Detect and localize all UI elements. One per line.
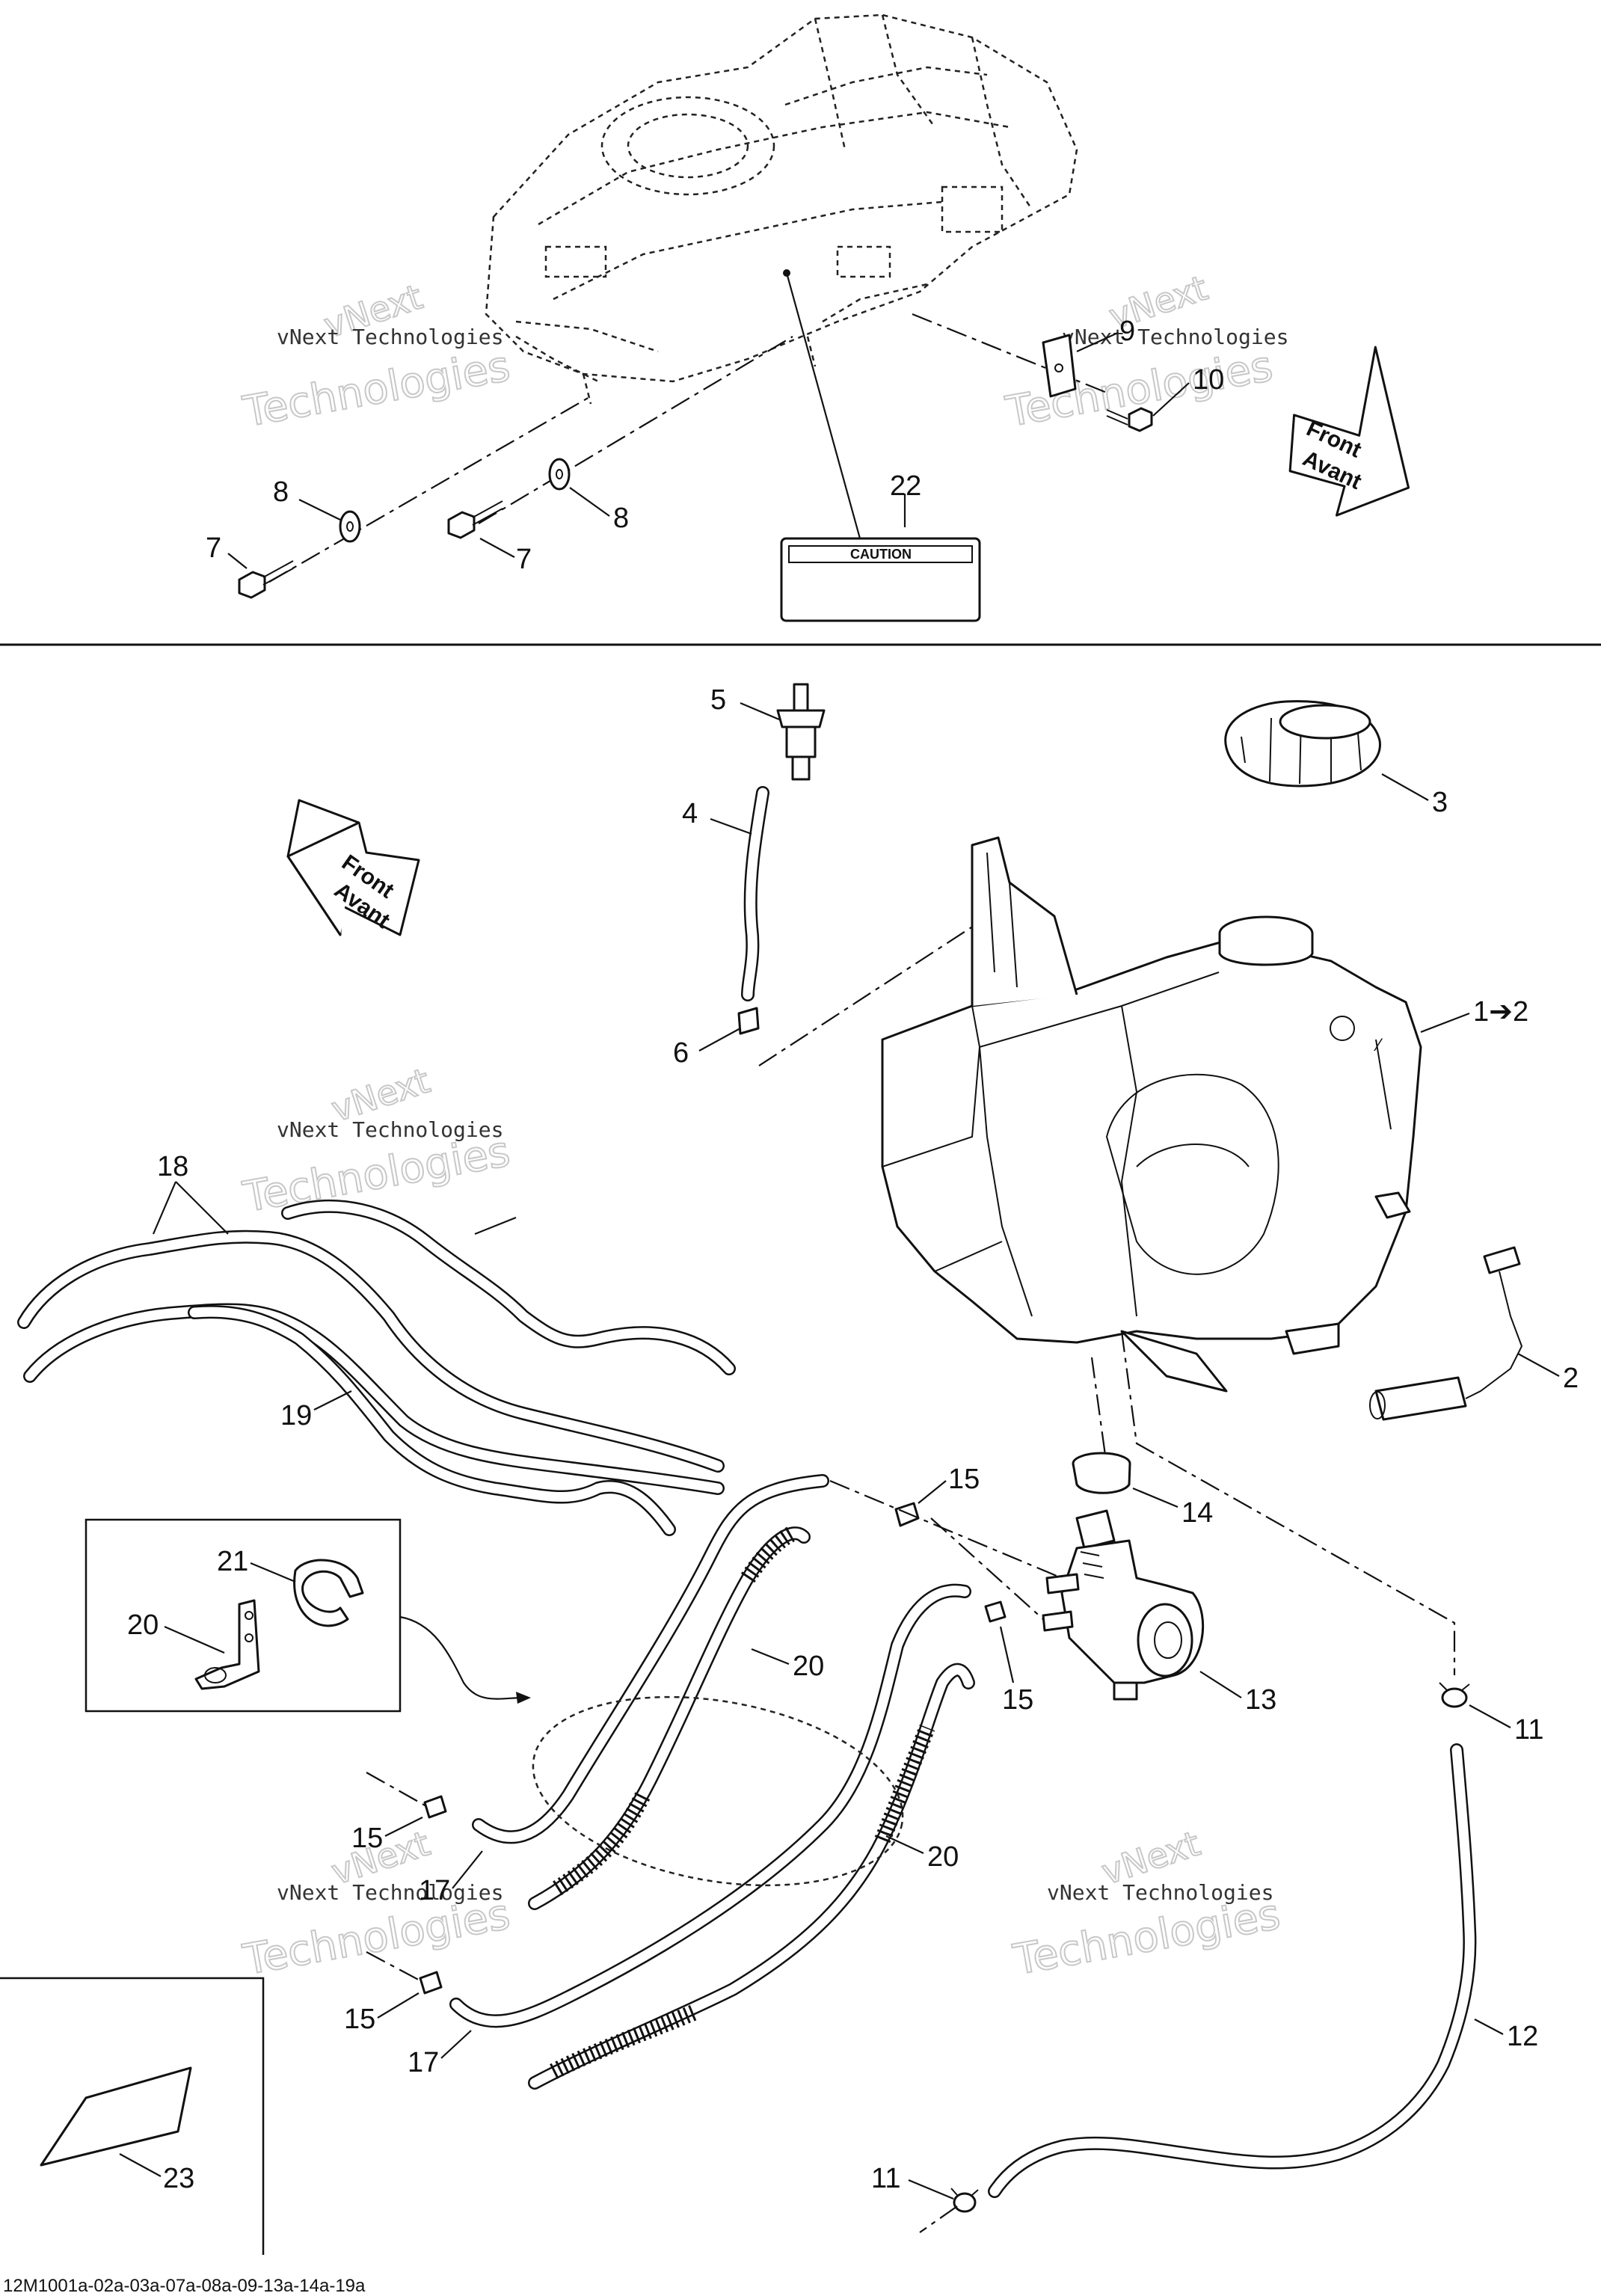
reference-code: 12M1001a-02a-03a-07a-08a-09-13a-14a-19a — [3, 2276, 366, 2296]
watermark-line1: vNext Technologies — [1047, 1880, 1273, 1905]
vehicle-body-phantom — [485, 13, 1078, 405]
centerline-tank-return — [1120, 1330, 1456, 1675]
centerline-hose-pump-b — [930, 1517, 1044, 1620]
part-11-clamp-a — [1439, 1682, 1470, 1708]
callout-8: 8 — [613, 503, 629, 534]
callout-15: 15 — [948, 1464, 980, 1495]
part-15-fitting-a — [894, 1502, 920, 1527]
callout-15: 15 — [1002, 1684, 1033, 1716]
part-17-fuel-line-a — [472, 1474, 829, 1844]
part-8-washer-a — [339, 510, 361, 543]
callout-7: 7 — [206, 532, 221, 564]
part-13-fuel-pump — [1042, 1509, 1205, 1701]
part-9-bracket — [1042, 334, 1077, 398]
callout-21: 21 — [217, 1546, 248, 1577]
watermark-line1: vNext Technologies — [1062, 325, 1288, 349]
top-callouts: 8 7 8 7 22 9 10 — [206, 316, 1224, 575]
part-2-level-sender — [1369, 1246, 1523, 1421]
part-15-fitting-d — [419, 1971, 443, 1995]
part-7-bolt-a — [238, 560, 294, 599]
callout-20: 20 — [793, 1651, 824, 1682]
callout-14: 14 — [1181, 1497, 1213, 1529]
callout-8: 8 — [273, 476, 289, 508]
callout-20: 20 — [927, 1841, 959, 1873]
direction-arrow-top: Front Avant — [1288, 346, 1410, 517]
watermark-line1: vNext Technologies — [277, 1117, 503, 1142]
centerline-hose-pump-a — [829, 1479, 1063, 1580]
part-6-fitting — [737, 1007, 760, 1035]
callout-5: 5 — [710, 684, 726, 716]
callout-6: 6 — [673, 1037, 689, 1069]
callout-19: 19 — [280, 1400, 312, 1431]
part-15-fitting-c — [423, 1795, 447, 1819]
callout-3: 3 — [1432, 787, 1448, 818]
watermark-line2: Technologies — [239, 342, 514, 437]
callout-7: 7 — [516, 544, 532, 575]
part-10-bolt — [1106, 407, 1153, 432]
callout-17: 17 — [419, 1875, 450, 1906]
detail-inset-20-21 — [84, 1518, 531, 1713]
direction-arrow-bottom: Front Avant — [286, 799, 420, 936]
callout-23: 23 — [163, 2163, 194, 2194]
callout-15: 15 — [351, 1823, 383, 1854]
callout-11: 11 — [871, 2163, 900, 2194]
centerline-fitting-c — [366, 1772, 427, 1807]
part-18-fuel-lines — [17, 1230, 725, 1495]
caution-label-text: CAUTION — [850, 547, 912, 562]
part-5-check-valve — [776, 683, 826, 781]
watermark-line1: vNext Technologies — [277, 1880, 503, 1905]
part-11-clamp-b — [950, 2188, 979, 2213]
part-14-clamp — [1072, 1452, 1131, 1494]
callout-13: 13 — [1245, 1684, 1276, 1716]
callout-4: 4 — [682, 798, 698, 829]
part-22-caution-label: CAUTION — [780, 537, 981, 622]
bottom-callouts: 5 4 6 3 1➔2 2 18 19 15 14 15 13 11 12 11… — [119, 684, 1579, 2200]
part-15-fitting-b — [984, 1600, 1007, 1623]
hose-group-ellipse — [532, 1695, 904, 1887]
callout-18: 18 — [157, 1151, 188, 1182]
part-7-bolt-b — [447, 500, 503, 539]
part-19-fuel-hose-b — [188, 1305, 676, 1536]
part-12-return-hose — [988, 1743, 1477, 2198]
callout-2: 2 — [1563, 1363, 1579, 1394]
part-20-protective-line-b — [528, 1663, 975, 2090]
centerline-clamp-b — [919, 2206, 958, 2233]
callout-22: 22 — [890, 470, 921, 502]
watermark-line1: vNext Technologies — [277, 325, 503, 349]
part-1-fuel-tank: ⁄ — [881, 836, 1422, 1393]
part-20-protective-line-a — [528, 1526, 811, 1910]
part-17-fuel-line-b — [449, 1583, 971, 2028]
callout-11: 11 — [1514, 1714, 1543, 1746]
callout-12: 12 — [1507, 2021, 1538, 2052]
callout-9: 9 — [1119, 316, 1135, 347]
part-8-washer-b — [548, 458, 571, 491]
part-4-vent-hose — [741, 786, 769, 1001]
top-section-lines — [268, 272, 1107, 583]
callout-17: 17 — [408, 2047, 439, 2078]
part-19-fuel-hose-a — [281, 1199, 736, 1375]
part-3-fuel-cap — [1224, 700, 1381, 788]
callout-1: 1➔2 — [1473, 996, 1528, 1028]
callout-15: 15 — [344, 2004, 375, 2035]
detail-box-23 — [0, 1977, 265, 2255]
centerline-tank-pump — [1090, 1357, 1108, 1467]
callout-10: 10 — [1193, 364, 1224, 396]
callout-20: 20 — [127, 1609, 159, 1641]
centerline-tank-vent — [758, 904, 1007, 1066]
centerline-fitting-d — [366, 1951, 423, 1983]
